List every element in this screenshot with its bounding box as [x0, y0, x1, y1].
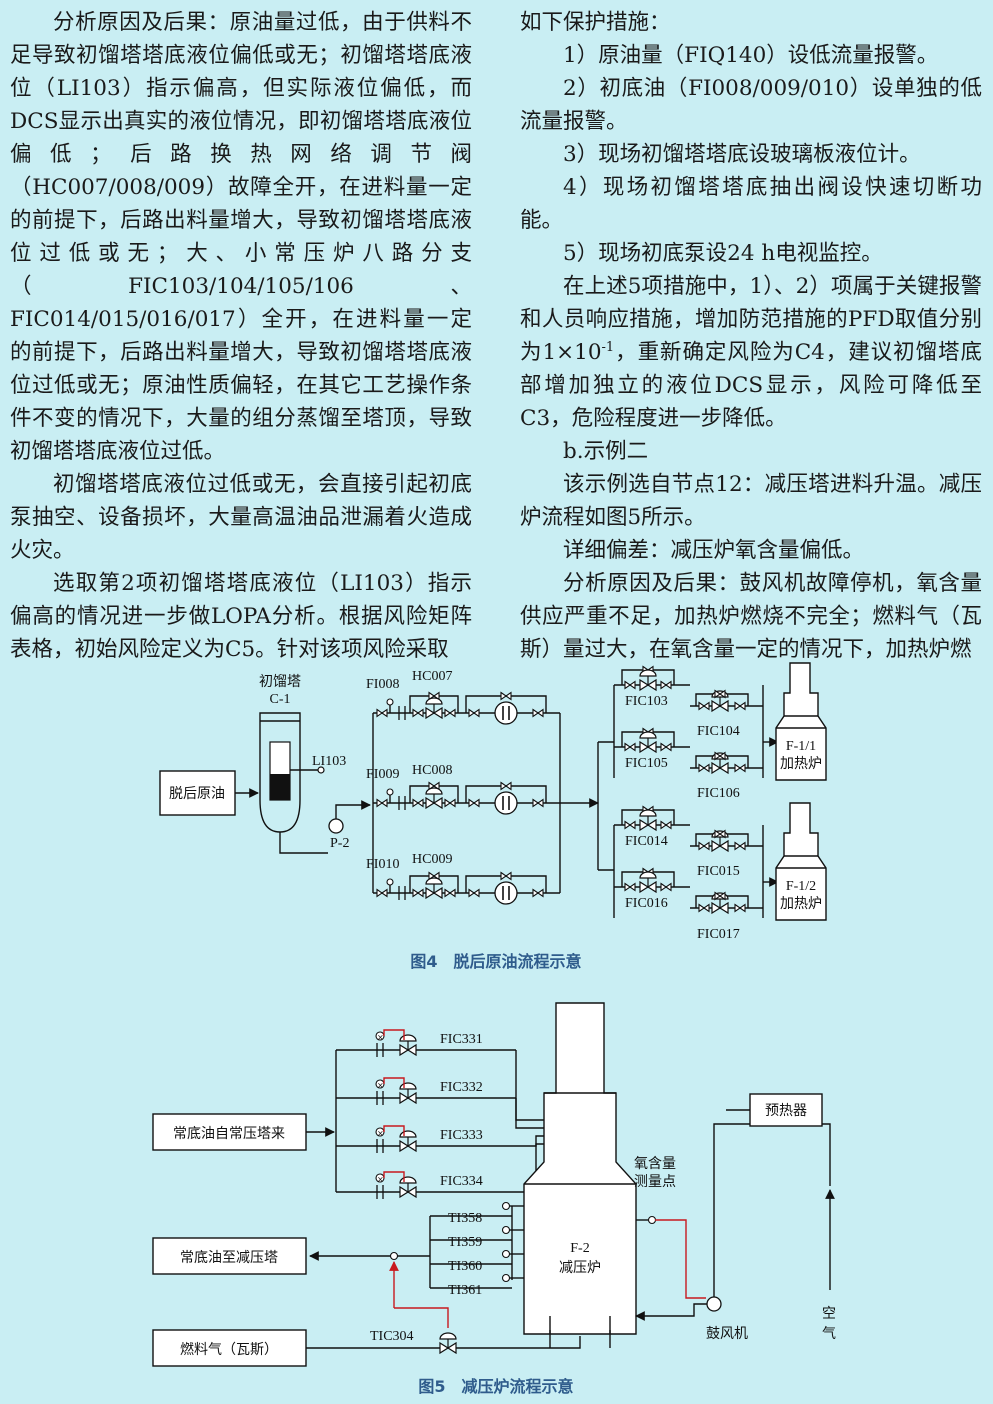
paragraph-cause-blower: 分析原因及后果：鼓风机故障停机，氧含量供应严重不足，加热炉燃烧不完全；燃料气（瓦…	[520, 571, 982, 662]
furnace-tag: F-1/2	[786, 879, 816, 894]
paragraph-pfd: 在上述5项措施中，1）、2）项属于关键报警和人员响应措施，增加防范措施的PFD取…	[520, 270, 982, 435]
fic-tag: FIC106	[697, 786, 740, 801]
furnace-f12	[775, 802, 827, 921]
fic-tag: FIC014	[625, 834, 668, 849]
pump-p2	[328, 818, 344, 834]
inlet-box	[152, 1113, 307, 1151]
measure-item: 1）原油量（FIQ140）设低流量报警。	[563, 43, 939, 68]
paragraph-node12: 该示例选自节点12：减压塔进料升温。减压炉流程如图5所示。	[520, 472, 982, 530]
furnace-tag: F-1/1	[786, 739, 816, 754]
paragraph-lopa-selection: 选取第2项初馏塔塔底液位（LI103）指示偏高的情况进一步做LOPA分析。根据风…	[10, 571, 472, 662]
pfd-text-after: ，重新确定风险为C4，建议初馏塔底部增加独立的液位DCS显示，风险可降低至C3，…	[520, 340, 982, 431]
preheater-label: 预热器	[765, 1103, 807, 1119]
furnace-tag: F-2	[570, 1241, 589, 1256]
outlet-box	[152, 1237, 307, 1275]
fic-tag: FIC105	[625, 756, 668, 771]
tower-tag: C-1	[270, 692, 291, 707]
pfd-exponent: -1	[601, 339, 615, 355]
feed-label: 脱后原油	[169, 786, 225, 802]
branch-hc-tag: HC008	[412, 763, 452, 778]
inlet-label: 常底油自常压塔来	[173, 1126, 285, 1142]
feed-box	[159, 770, 236, 816]
level-tag: LI103	[312, 754, 346, 769]
fic-tag: FIC332	[440, 1080, 483, 1095]
fic-tag: FIC016	[625, 896, 668, 911]
furnace-f2	[523, 1002, 637, 1335]
pfd-value: 1×10-1	[542, 339, 615, 365]
fuel-box	[152, 1329, 307, 1367]
furnace-name: 加热炉	[780, 896, 822, 912]
measure-item: 5）现场初底泵设24 h电视监控。	[563, 241, 883, 266]
furnace-f11	[775, 662, 827, 781]
branch-hc-tag: HC009	[412, 852, 452, 867]
ti-tag: TI361	[448, 1283, 482, 1298]
right-text-column: 如下保护措施： 1）原油量（FIQ140）设低流量报警。 2）初底油（FI008…	[520, 6, 982, 666]
tower-name: 初馏塔	[259, 673, 301, 690]
ti-block	[429, 1201, 524, 1289]
oxygen-label: 氧含量	[634, 1156, 676, 1172]
paragraph-cause-analysis: 分析原因及后果：原油量过低，由于供料不足导致初馏塔塔底液位偏低或无；初馏塔塔底液…	[10, 10, 472, 464]
figure4-caption: 图4 脱后原油流程示意	[410, 952, 581, 971]
air-label: 空	[822, 1306, 836, 1322]
pfd-text-before: 在上述5项措施中，1）、2）项属于关键报警和人员响应措施，增加防范措施的PFD取…	[520, 274, 982, 365]
outlet-label: 常底油至减压塔	[180, 1250, 278, 1266]
pump-tag: P-2	[330, 836, 349, 851]
pass-line: ×	[336, 1029, 516, 1058]
fic-tag: FIC333	[440, 1128, 483, 1143]
ti-tag: TI359	[448, 1235, 482, 1250]
fic-tag: FIC334	[440, 1174, 483, 1189]
branch-fi-tag: FI010	[366, 857, 399, 872]
tic-tag: TIC304	[370, 1329, 414, 1344]
paragraph-deviation: 详细偏差：减压炉氧含量偏低。	[563, 538, 865, 563]
measure-item: 2）初底油（FI008/009/010）设单独的低流量报警。	[520, 76, 982, 134]
blower-label: 鼓风机	[706, 1326, 748, 1342]
fic-group	[613, 665, 764, 778]
oxygen-label: 测量点	[634, 1174, 676, 1190]
fic-tag: FIC104	[697, 724, 740, 739]
fuel-label: 燃料气（瓦斯）	[180, 1341, 278, 1358]
figure4-diagram: 脱后原油 初馏塔 C-1 LI103 P-2	[159, 662, 827, 971]
figure5-diagram: 常底油自常压塔来 × FIC331 FIC332 FIC333 FIC334	[152, 1002, 836, 1396]
fic-tag: FIC015	[697, 864, 740, 879]
fic-tag: FIC017	[697, 927, 740, 942]
fic-tag: FIC103	[625, 694, 668, 709]
paragraph-measures-intro: 如下保护措施：	[520, 10, 671, 35]
left-text-column: 分析原因及后果：原油量过低，由于供料不足导致初馏塔塔底液位偏低或无；初馏塔塔底液…	[10, 6, 472, 666]
branch-fi-tag: FI009	[366, 767, 399, 782]
svg-text:×: ×	[377, 1033, 384, 1042]
furnace-name: 加热炉	[780, 756, 822, 772]
preheater-box	[749, 1093, 823, 1127]
furnace-name: 减压炉	[559, 1260, 601, 1276]
paragraph-consequence: 初馏塔塔底液位过低或无，会直接引起初底泵抽空、设备损坏，大量高温油品泄漏着火造成…	[10, 472, 472, 563]
figure5-caption: 图5 减压炉流程示意	[418, 1377, 573, 1396]
branch-hc-tag: HC007	[412, 669, 452, 684]
fic-tag: FIC331	[440, 1032, 483, 1047]
air-label: 气	[822, 1326, 836, 1342]
ti-tag: TI358	[448, 1211, 482, 1226]
measure-item: 4）现场初馏塔塔底抽出阀设快速切断功能。	[520, 175, 982, 233]
measure-item: 3）现场初馏塔塔底设玻璃板液位计。	[563, 142, 921, 167]
ti-tag: TI360	[448, 1259, 482, 1274]
example-title: b.示例二	[563, 439, 649, 464]
branch-fi-tag: FI008	[366, 677, 399, 692]
blower	[706, 1296, 722, 1312]
branch-row	[373, 691, 560, 725]
